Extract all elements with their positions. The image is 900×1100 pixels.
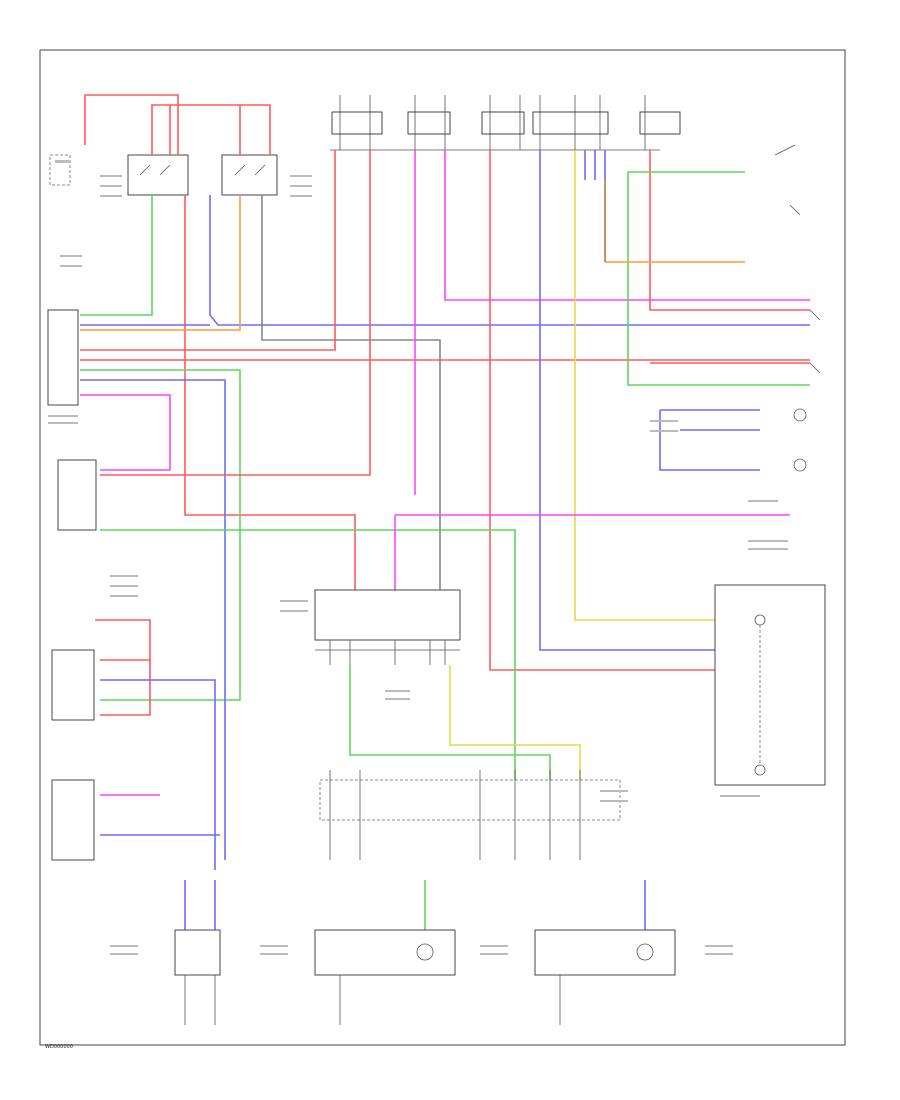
bottom-fuse-row (319, 779, 621, 821)
diagram-border (39, 49, 846, 1046)
right-lamp-block (714, 584, 826, 786)
central-unit (314, 589, 461, 641)
left-connector-block (47, 309, 79, 406)
footer-code: WD000000 (45, 1044, 73, 1050)
label-marks (48, 160, 788, 955)
top-fuse-ticks (330, 95, 681, 151)
lamp-unit-small (174, 929, 221, 976)
lamp-unit-left (314, 929, 456, 976)
lamp-unit-right (534, 929, 676, 976)
switch-box-left (57, 459, 97, 531)
top-relay-group (49, 154, 278, 196)
switch-box-left-2 (51, 649, 95, 721)
wire-group (80, 94, 810, 930)
switch-box-left-3 (51, 779, 95, 861)
